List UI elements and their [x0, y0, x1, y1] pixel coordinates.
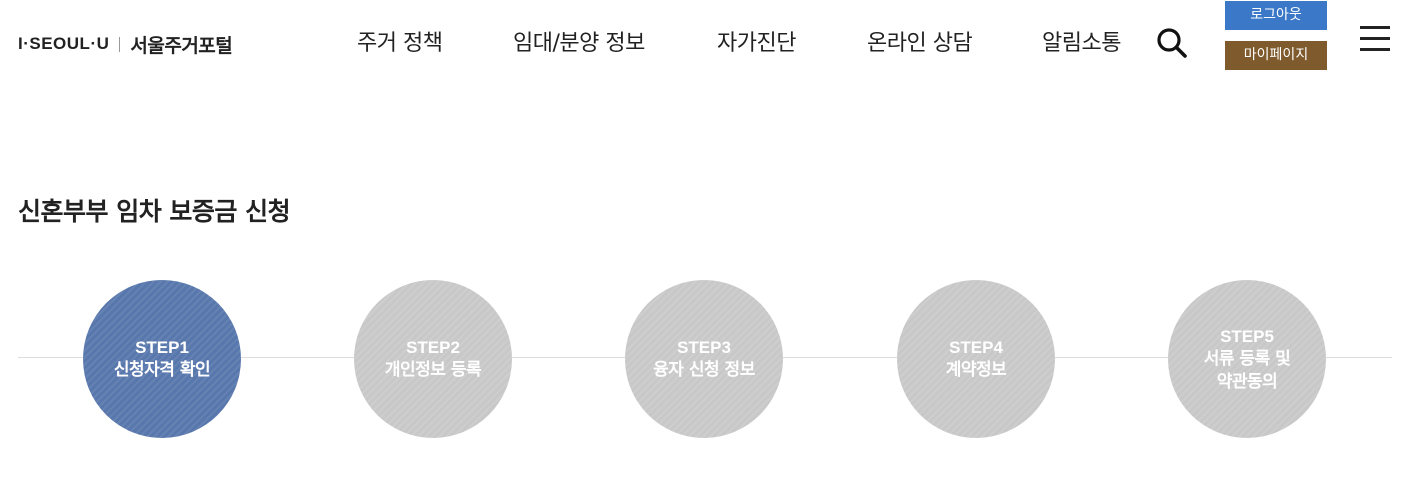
menu-bar [1360, 37, 1390, 40]
step-2[interactable]: STEP2 개인정보 등록 [354, 280, 512, 438]
step-number: STEP1 [135, 338, 189, 357]
logo-text: 서울주거포털 [130, 34, 233, 57]
step-3[interactable]: STEP3 융자 신청 정보 [625, 280, 783, 438]
step-number: STEP5 [1220, 326, 1274, 346]
step-label: 계약정보 [945, 360, 1007, 380]
nav-item-housing-policy[interactable]: 주거 정책 [357, 31, 443, 56]
nav-item-notice[interactable]: 알림소통 [1042, 31, 1121, 56]
step-number: STEP4 [949, 338, 1003, 357]
step-number: STEP3 [677, 338, 731, 357]
step-label: 융자 신청 정보 [653, 360, 755, 380]
site-logo[interactable]: I·SEOUL·U 서울주거포털 [18, 30, 233, 58]
step-label: 개인정보 등록 [384, 360, 482, 380]
step-label: 신청자격 확인 [113, 360, 211, 380]
logo-divider [119, 36, 121, 52]
step-5[interactable]: STEP5 서류 등록 및 약관동의 [1168, 280, 1326, 438]
nav-item-rental-sale-info[interactable]: 임대/분양 정보 [513, 31, 645, 56]
menu-bar [1360, 48, 1390, 51]
step-4[interactable]: STEP4 계약정보 [897, 280, 1055, 438]
step-label: 서류 등록 및 [1203, 348, 1291, 369]
nav-item-self-diagnosis[interactable]: 자가진단 [717, 31, 796, 56]
logout-button[interactable]: 로그아웃 [1225, 1, 1327, 30]
step-label-line2: 약관동의 [1216, 371, 1278, 392]
mypage-button[interactable]: 마이페이지 [1225, 41, 1327, 70]
search-icon [1157, 28, 1187, 58]
nav-item-online-consult[interactable]: 온라인 상담 [867, 31, 973, 56]
step-1[interactable]: STEP1 신청자격 확인 [83, 280, 241, 438]
search-button[interactable] [1155, 24, 1189, 62]
step-number: STEP2 [406, 338, 460, 357]
site-header: I·SEOUL·U 서울주거포털 주거 정책 임대/분양 정보 자가진단 온라인… [0, 0, 1416, 88]
page-title: 신혼부부 임차 보증금 신청 [18, 197, 291, 226]
menu-bar [1360, 26, 1390, 29]
logo-mark: I·SEOUL·U [18, 34, 110, 53]
hamburger-menu-icon[interactable] [1358, 25, 1392, 53]
